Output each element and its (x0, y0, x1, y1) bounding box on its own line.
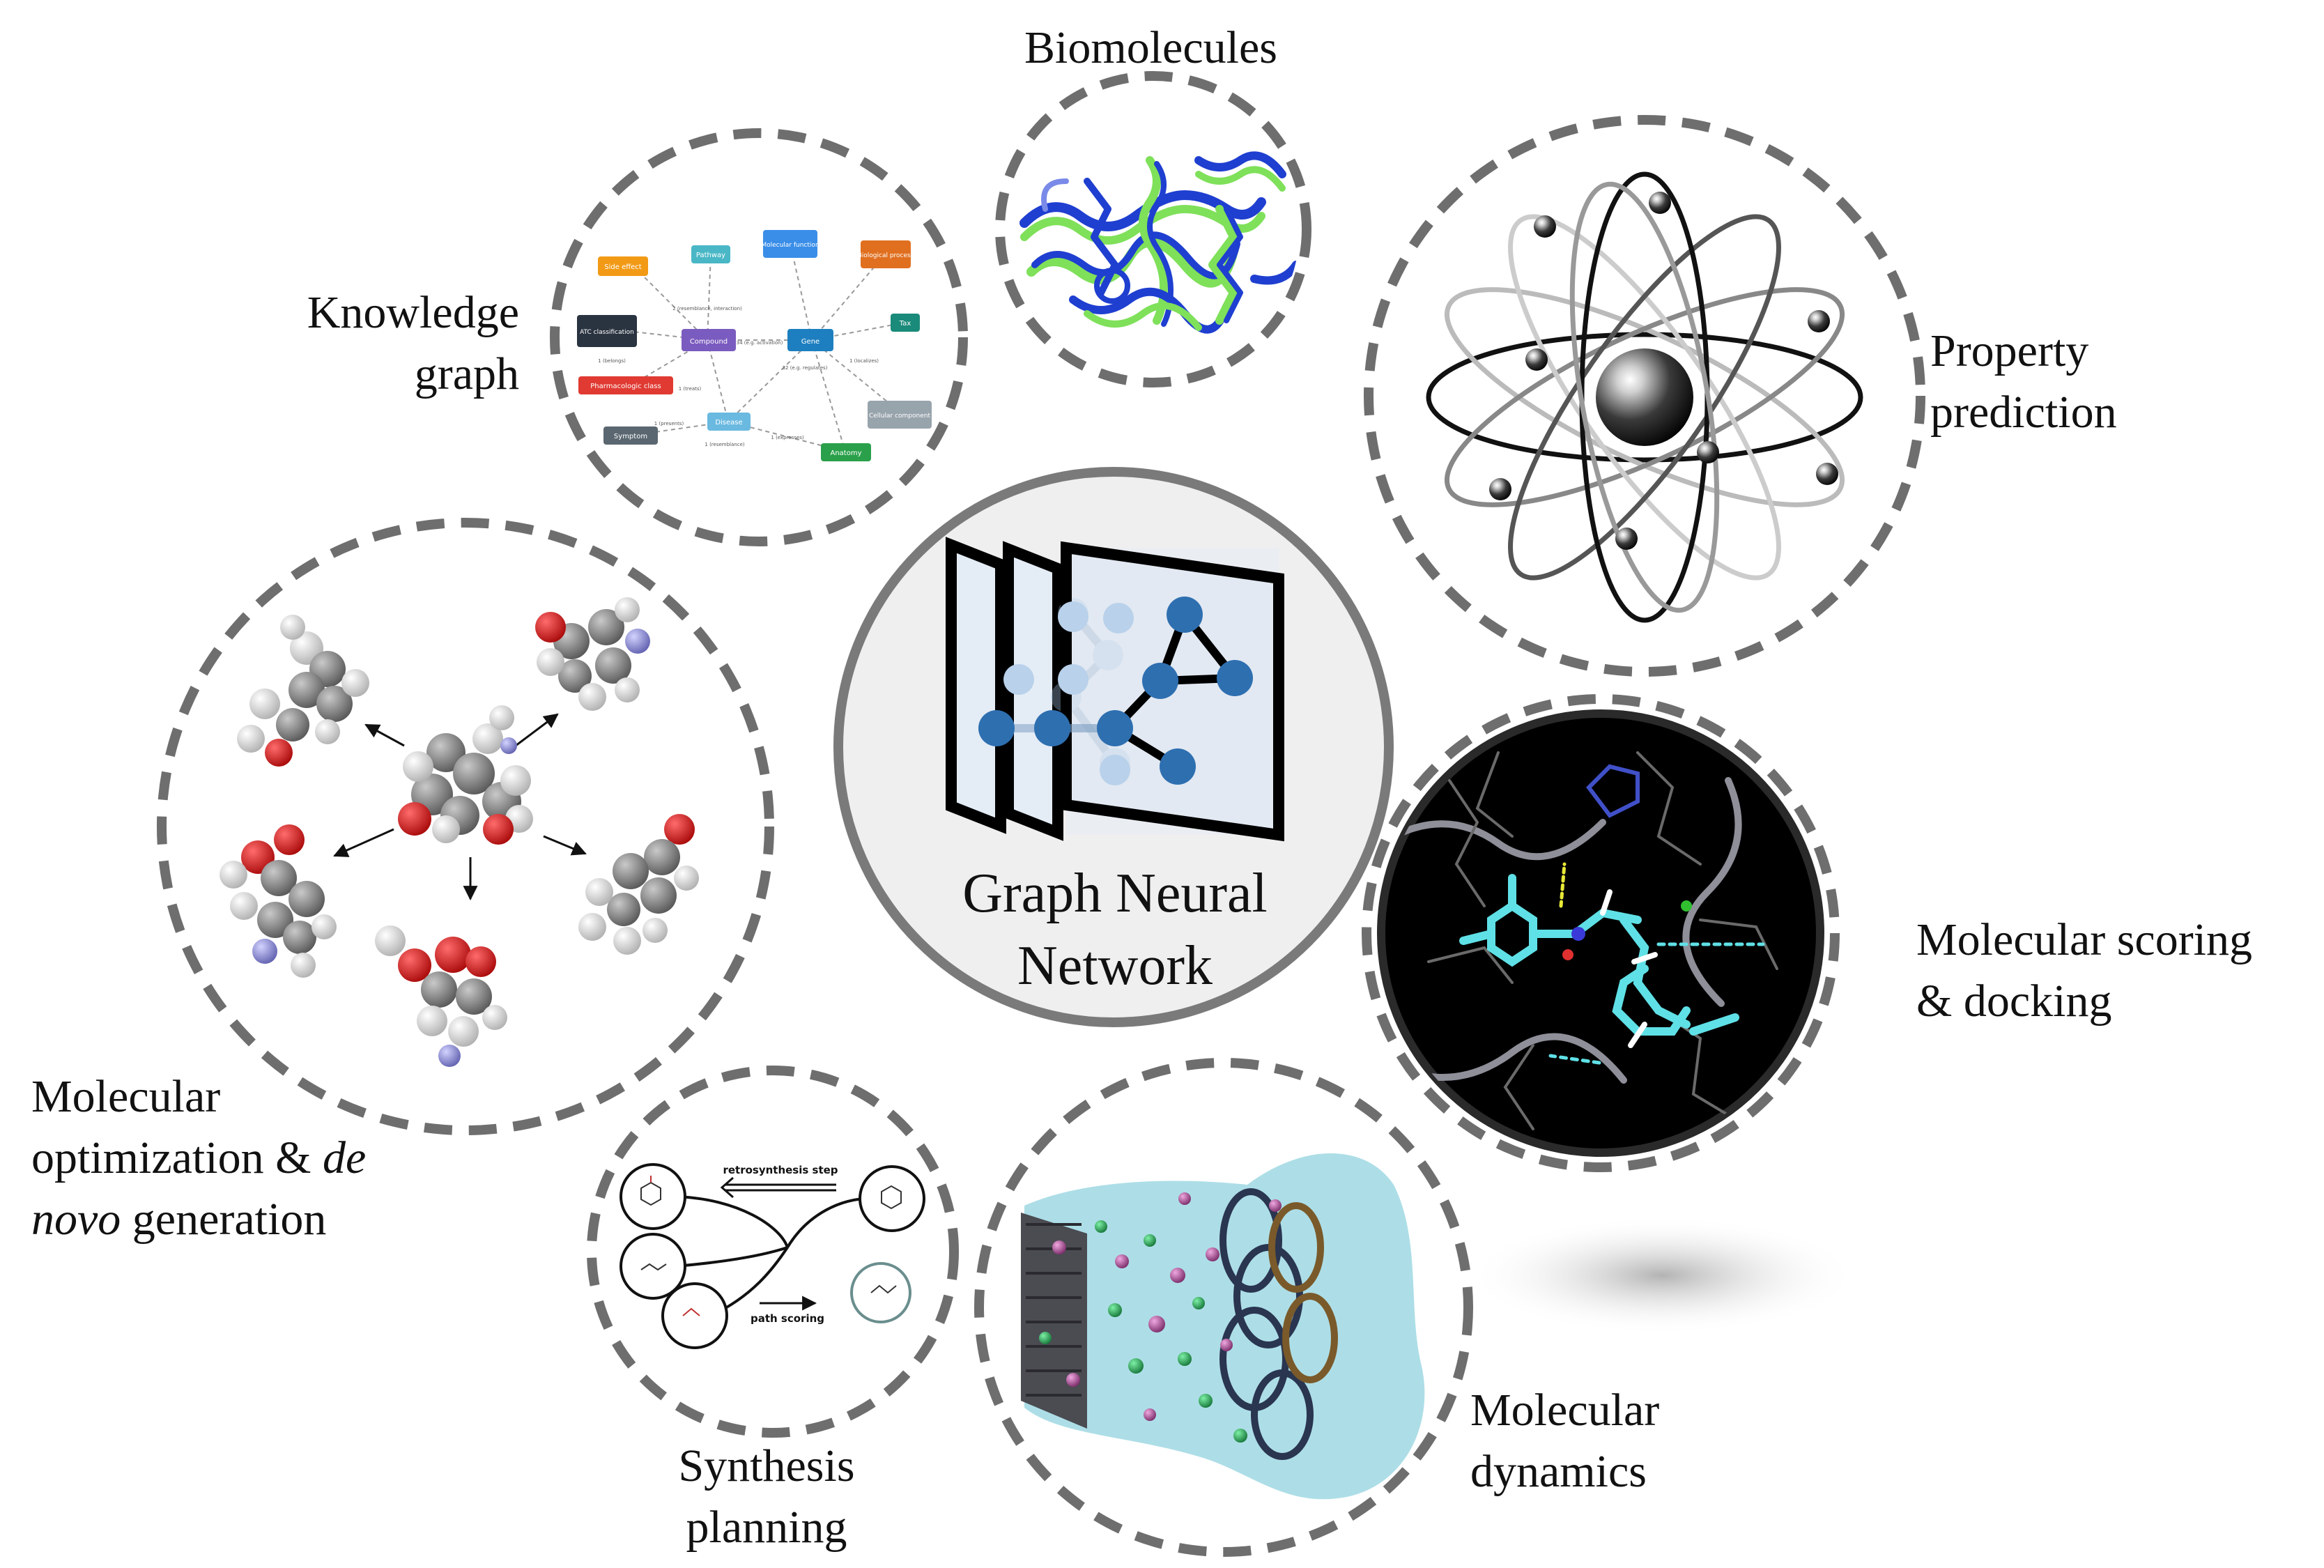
nucleus-sphere (1596, 348, 1693, 446)
md-nanotube (1219, 1188, 1338, 1460)
kg-edge-label: 1 (presents) (654, 421, 684, 426)
molecular-dynamics-label: Molecular dynamics (1470, 1380, 1659, 1502)
protein-structure-image (1019, 151, 1300, 334)
docking-pose-image (1390, 751, 1778, 1130)
label-line: prediction (1930, 387, 2117, 438)
label-line: optimization & de (31, 1128, 366, 1189)
space-filling-molecule (220, 824, 337, 978)
label-line: dynamics (1470, 1446, 1647, 1497)
kg-edge-label: 1 (localizes) (849, 358, 879, 364)
center-title-line: Network (1017, 935, 1213, 997)
knowledge-graph-panel: Side effect Pathway Molecular function B… (550, 128, 968, 546)
kg-node-biological-process: Biological process (858, 252, 914, 259)
label-line: Molecular scoring (1916, 914, 2253, 965)
retrosynthesis-step-label: retrosynthesis step (723, 1164, 838, 1176)
center-gnn-node (833, 467, 1394, 1027)
molecular-dynamics-panel (974, 1058, 1473, 1557)
retrosynthesis-scheme: retrosynthesis step path scoring (620, 1163, 925, 1349)
synthesis-planning-panel: retrosynthesis step path scoring (587, 1066, 959, 1438)
molecular-optimization-label: Molecular optimization & de novo generat… (31, 1066, 366, 1250)
knowledge-graph-label: Knowledge graph (307, 282, 519, 405)
kg-node-side-effect: Side effect (604, 263, 641, 271)
kg-node-pathway: Pathway (696, 252, 725, 259)
md-particles (1039, 1192, 1282, 1443)
atom-icon (1426, 171, 1863, 623)
kg-edge-label: 1 (resemblance) (705, 442, 744, 447)
panel-shadow (1467, 1216, 1857, 1335)
label-line: graph (414, 348, 519, 399)
transform-arrows (333, 713, 587, 901)
label-line: Molecular (1470, 1385, 1660, 1436)
label-line: Synthesis (678, 1440, 855, 1491)
label-text: optimization & (31, 1132, 323, 1183)
space-filling-molecule (578, 814, 699, 955)
kg-node-disease: Disease (715, 419, 742, 426)
kg-edge-label: 32 (e.g. regulates) (783, 365, 828, 371)
graph-layer-icon (946, 537, 1284, 842)
kg-node-molecular-function: Molecular function (761, 242, 819, 249)
kg-edge-label: 34 (e.g. activation) (737, 340, 783, 346)
space-filling-molecule (535, 597, 650, 711)
center-title-line: Graph Neural (962, 863, 1268, 924)
label-line: Property (1930, 325, 2089, 376)
kg-edge-label: 1 (belongs) (598, 358, 626, 364)
solvent-surface (1024, 1153, 1425, 1500)
space-filling-molecule (237, 615, 369, 767)
molecular-docking-label: Molecular scoring & docking (1916, 909, 2252, 1032)
kg-edge-label: 1 (treats) (679, 386, 702, 392)
molecular-optimization-panel (157, 518, 774, 1135)
kg-node-anatomy: Anatomy (830, 449, 861, 457)
label-line: Biomolecules (1024, 22, 1277, 73)
kg-node-tax: Tax (899, 320, 911, 328)
electron-spheres (1489, 192, 1838, 550)
label-text: generation (121, 1194, 327, 1245)
label-italic: de (322, 1132, 367, 1183)
molecular-docking-panel (1362, 694, 1857, 1335)
label-line: novo generation (31, 1189, 366, 1250)
label-line: planning (686, 1502, 847, 1553)
label-line: & docking (1916, 976, 2112, 1027)
biomolecules-label: Biomolecules (1024, 17, 1277, 79)
property-prediction-label: Property prediction (1930, 321, 2117, 443)
kg-node-symptom: Symptom (614, 433, 647, 440)
kg-node-compound: Compound (690, 338, 728, 346)
label-line: Knowledge (307, 287, 519, 338)
space-filling-molecule (398, 705, 533, 845)
kg-node-gene: Gene (801, 338, 819, 346)
kg-node-cellular: Cellular component (869, 413, 930, 420)
center-title: Graph Neural Network (822, 857, 1408, 1002)
path-scoring-label: path scoring (751, 1312, 824, 1325)
synthesis-planning-label: Synthesis planning (662, 1436, 871, 1558)
kg-node-pharmacologic: Pharmacologic class (590, 383, 661, 390)
label-italic: novo (31, 1194, 121, 1245)
kg-edge-label: 2 (resemblance, interaction) (672, 306, 742, 312)
kg-node-atc: ATC classification (580, 329, 634, 336)
space-filling-molecule (375, 925, 507, 1067)
biomolecules-panel (995, 71, 1311, 387)
label-line: Molecular (31, 1071, 221, 1122)
property-prediction-panel (1364, 115, 1925, 677)
kg-edge-label: 1 (expresses) (771, 435, 803, 440)
